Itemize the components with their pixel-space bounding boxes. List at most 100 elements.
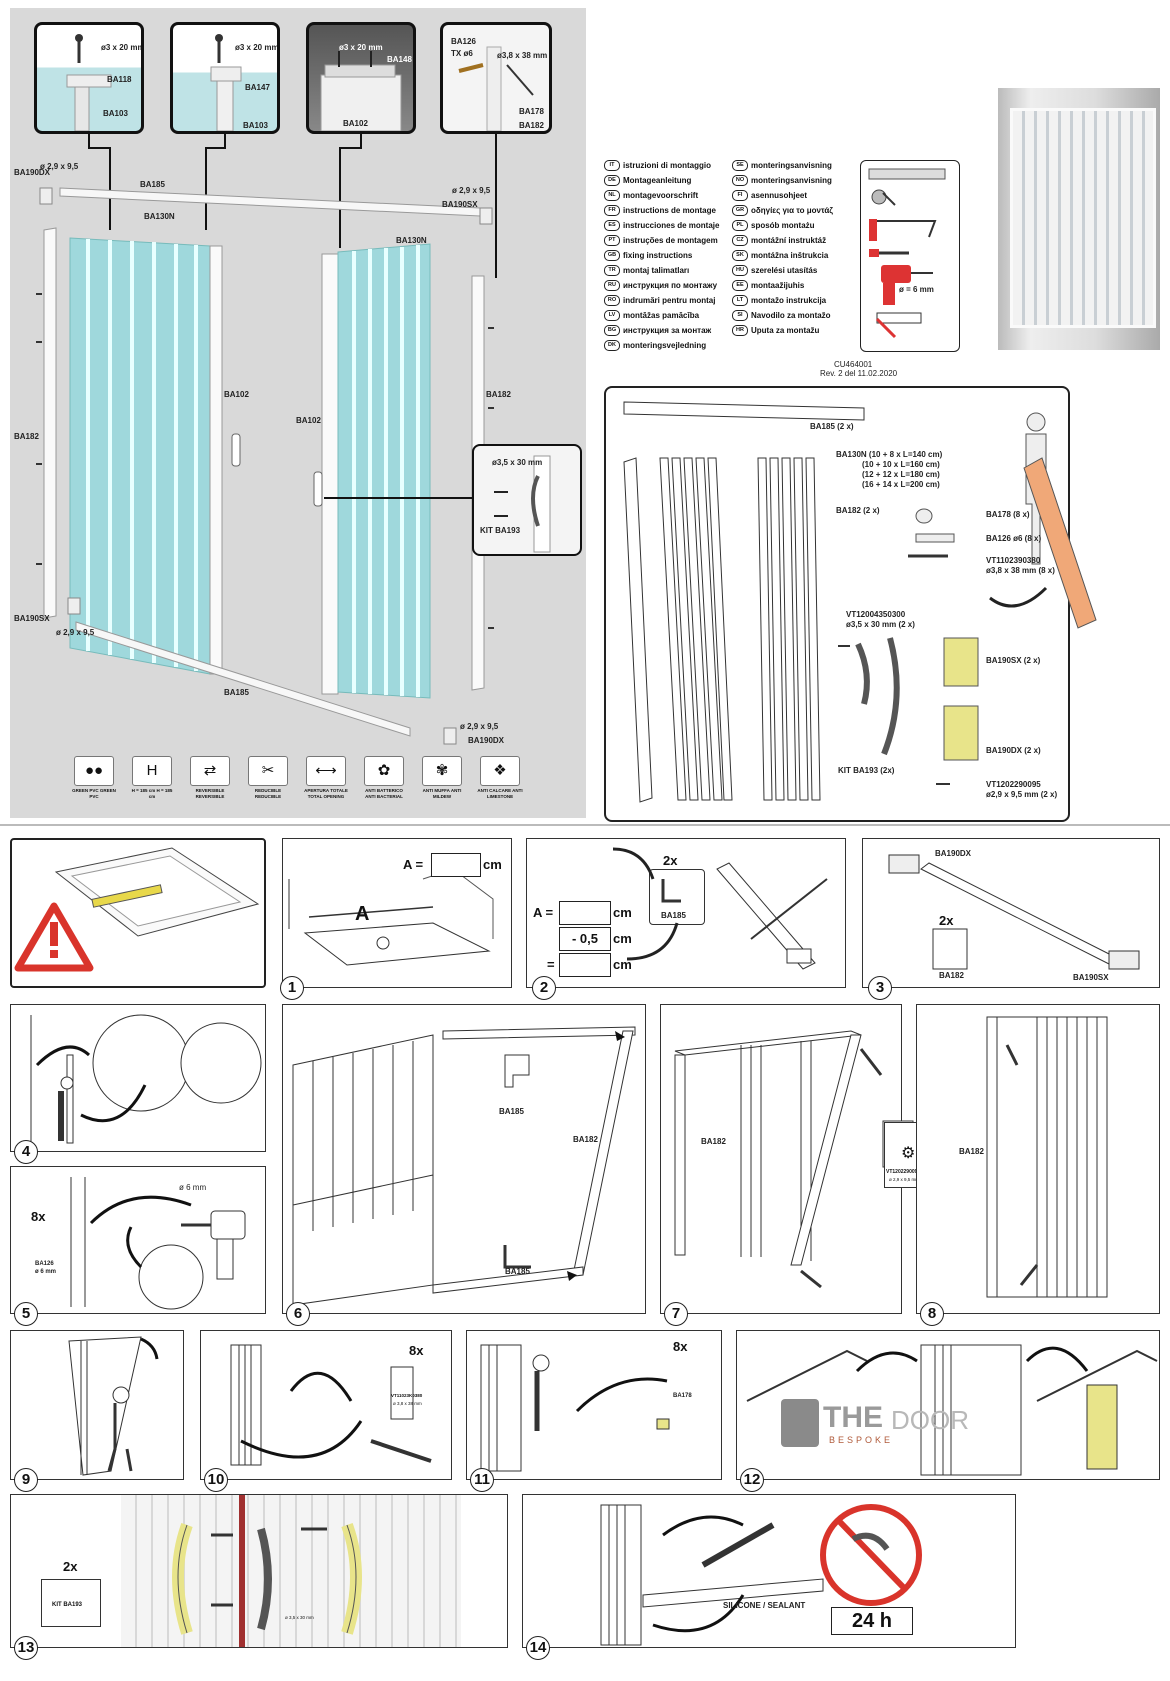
spirit-level-icon xyxy=(868,168,946,180)
language-text: szerelési utasítás xyxy=(751,266,818,275)
feature-text: REVERSIBLE REVERSIBLE xyxy=(195,788,225,799)
language-text: инструкция по монтажу xyxy=(623,281,718,290)
part-label: BA182 (2 x) xyxy=(836,506,880,515)
measure-a-field[interactable] xyxy=(431,853,481,877)
result-field[interactable] xyxy=(559,953,611,977)
step-11-panel: 8x BA178 xyxy=(466,1330,722,1480)
anti-bacterial-icon: ✿ xyxy=(364,756,404,786)
step-number: 5 xyxy=(14,1302,38,1326)
step-number: 11 xyxy=(470,1468,494,1492)
step-number: 14 xyxy=(526,1636,550,1660)
step-10-panel: 8x VT11023K0380 ø 3,8 x 38 mm xyxy=(200,1330,452,1480)
drilling-drawing xyxy=(70,1177,246,1310)
feature-item: ✂REDUCIBLE REDUCIBLE xyxy=(244,756,292,800)
language-text: fixing instructions xyxy=(623,251,693,260)
language-text: monteringsanvisning xyxy=(751,161,832,170)
step-number: 4 xyxy=(14,1140,38,1164)
exploded-frame-drawing xyxy=(36,134,497,745)
kit-card: KIT BA193 xyxy=(41,1579,101,1627)
screw-code: VT1202290095 xyxy=(886,1169,921,1175)
wall-plug-shape xyxy=(458,46,534,131)
callout-ba148: ø3 x 20 mm BA148 BA102 xyxy=(306,22,416,134)
count-label: 8x xyxy=(409,1343,424,1358)
sealing-drawing xyxy=(600,1504,922,1646)
step-number: 6 xyxy=(286,1302,310,1326)
feature-item: ⟷APERTURA TOTALE TOTAL OPENING xyxy=(302,756,350,800)
level-drawing xyxy=(14,847,260,972)
part-label: BA126 ø6 (8 x) xyxy=(986,534,1042,543)
part-label: ø3,5 x 30 mm (2 x) xyxy=(846,620,915,629)
callout-screw-label: ø3 x 20 mm xyxy=(235,43,279,52)
language-code: TR xyxy=(604,265,620,276)
language-code: SI xyxy=(732,310,748,321)
feature-text: REDUCIBLE REDUCIBLE xyxy=(254,788,282,799)
callout-part-label: BA103 xyxy=(243,121,268,130)
warning-level-panel xyxy=(10,838,266,988)
step-6-panel: BA185 BA182 BA185 xyxy=(282,1004,646,1314)
feature-text: APERTURA TOTALE TOTAL OPENING xyxy=(304,788,348,799)
count-label: 2x xyxy=(939,913,954,928)
drill-label: ø 6 mm xyxy=(179,1183,207,1192)
frame-assembly-drawing xyxy=(292,1026,636,1306)
language-text: montážní instruktáž xyxy=(751,236,827,245)
part-label: (12 + 12 x L=180 cm) xyxy=(862,470,940,479)
step-number: 10 xyxy=(204,1468,228,1492)
screw-label: ø 2,9 x 9,5 xyxy=(452,186,491,195)
a-equals-label: A = xyxy=(533,905,554,920)
part-label: BA190DX xyxy=(935,849,972,858)
step-1-panel: A = cm A xyxy=(282,838,512,988)
drill-bit-label: ø = 6 mm xyxy=(899,285,934,294)
anti-limestone-icon: ❖ xyxy=(480,756,520,786)
callout-screw-label: ø3,5 x 30 mm xyxy=(492,458,543,467)
part-size-label: ø 6 mm xyxy=(35,1269,57,1275)
part-label: BA185 xyxy=(140,180,165,189)
anti-mildew-icon: ✾ xyxy=(422,756,462,786)
language-text: montažo instrukcija xyxy=(751,296,827,305)
part-label: BA182 xyxy=(939,971,964,980)
document-code: CU464001 xyxy=(834,360,873,369)
minus-field: - 0,5 xyxy=(559,927,611,951)
language-text: montagevoorschrift xyxy=(623,191,699,200)
feature-item: ✾ANTI MUFFA ANTI MILDEW xyxy=(418,756,466,800)
language-code: LT xyxy=(732,295,748,306)
callout-ba178: BA126 TX ø6 ø3,8 x 38 mm BA178 BA182 xyxy=(440,22,552,134)
part-label: BA190SX xyxy=(14,614,50,623)
wall-screwing-drawing xyxy=(230,1344,432,1466)
callout-part-label: BA118 xyxy=(107,75,132,84)
part-label: KIT BA193 (2x) xyxy=(838,766,895,775)
language-code: DK xyxy=(604,340,620,351)
tools-box: ø = 6 mm xyxy=(860,160,960,352)
callout-part-label: KIT BA193 xyxy=(480,526,521,535)
cure-time-box: 24 h xyxy=(831,1607,913,1635)
feature-text: ANTI CALCARE ANTI LIMESTONE xyxy=(477,788,523,799)
screw-icon xyxy=(66,34,112,131)
profile-assembly-drawing xyxy=(888,854,1140,970)
measure-a-field[interactable] xyxy=(559,901,611,925)
part-label: BA185 (2 x) xyxy=(810,422,854,431)
part-label: (16 + 14 x L=200 cm) xyxy=(862,480,940,489)
language-text: instructions de montage xyxy=(623,206,716,215)
step-4-panel xyxy=(10,1004,266,1152)
part-label: BA185 xyxy=(661,911,686,920)
screw-label: ø 2,9 x 9,5 xyxy=(460,722,499,731)
part-label: BA185 xyxy=(499,1107,524,1116)
callout-ba147: ø3 x 20 mm BA147 BA103 xyxy=(170,22,280,134)
step-number: 9 xyxy=(14,1468,38,1492)
language-text: montaažijuhis xyxy=(751,281,805,290)
a-equals-label: A = xyxy=(403,857,424,872)
step-number: 1 xyxy=(280,976,304,1000)
screw-size: ø 3,5 x 30 mm xyxy=(285,1615,314,1620)
language-text: Navodilo za montažo xyxy=(751,311,831,320)
cutting-drawing xyxy=(612,847,828,970)
part-label: BA182 xyxy=(573,1135,598,1144)
